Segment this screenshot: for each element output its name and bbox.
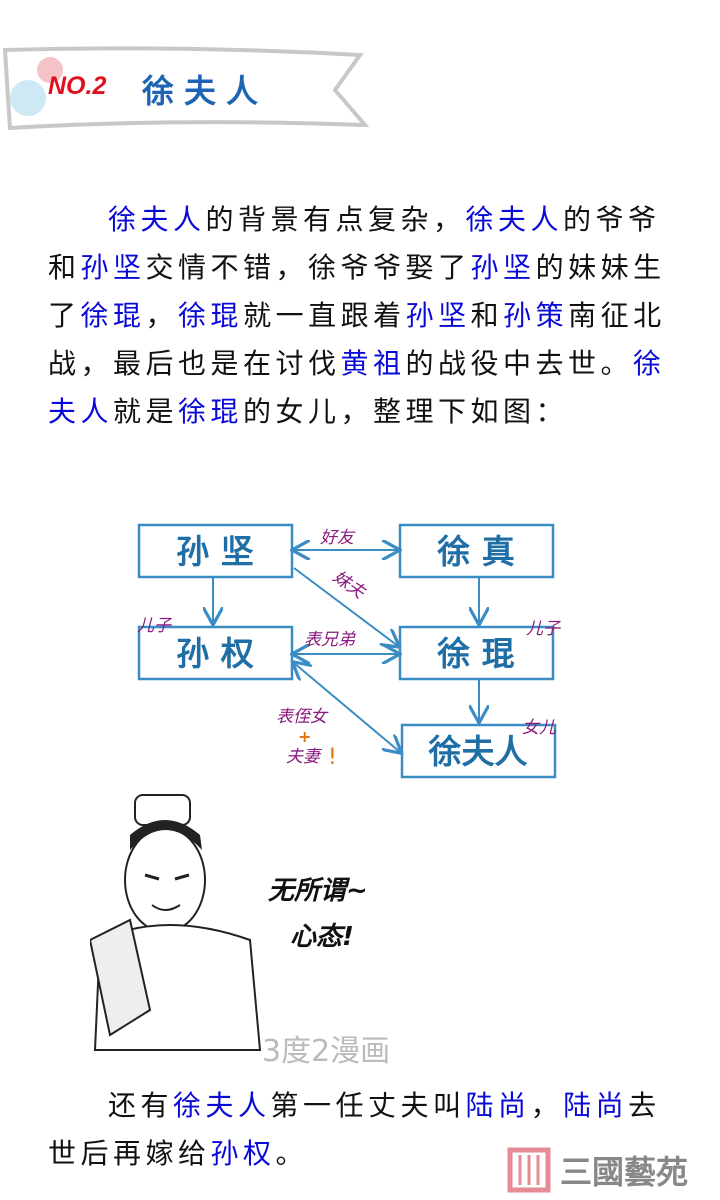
text-segment: 。 (275, 1137, 309, 1170)
highlighted-name: 陆尚 (563, 1089, 629, 1122)
speech-line-1: 无所谓~ (268, 876, 368, 906)
text-segment: 交情不错，徐爷爷娶了 (145, 251, 471, 284)
highlighted-name: 孙坚 (80, 251, 146, 284)
highlighted-name: 徐夫人 (465, 203, 564, 236)
text-segment: ， (530, 1089, 564, 1122)
text-segment: 的妹妹生了 (48, 251, 666, 332)
highlighted-name: 徐琨 (80, 299, 146, 332)
publisher-logo: 三國藝苑 (505, 1145, 705, 1199)
highlighted-name: 徐夫人 (48, 347, 666, 428)
section-number: NO.2 (48, 72, 107, 100)
text-segment: 还有 (108, 1089, 174, 1122)
text-segment: 第一任丈夫叫 (270, 1089, 466, 1122)
highlighted-name: 孙权 (210, 1137, 276, 1170)
svg-text:三國藝苑: 三國藝苑 (560, 1153, 688, 1191)
label-xu-zhen: 徐 真 (436, 532, 515, 571)
text-segment: 和 (470, 299, 504, 332)
rel-exclaim: ! (328, 745, 337, 770)
sun-quan-illustration (90, 794, 262, 1051)
highlighted-name: 徐夫人 (108, 203, 206, 236)
title-banner (2, 46, 370, 131)
highlighted-name: 陆尚 (465, 1089, 531, 1122)
highlighted-name: 徐琨 (178, 299, 244, 332)
label-xu-furen: 徐夫人 (428, 732, 528, 771)
text-segment: 南征北战，最后也是在讨伐 (48, 299, 666, 380)
highlighted-name: 徐夫人 (173, 1089, 271, 1122)
text-segment: ， (145, 299, 179, 332)
family-diagram: 孙 坚 徐 真 孙 权 徐 琨 徐夫人 好友 妹夫 表兄弟 表侄女 + 夫妻 !… (137, 523, 561, 779)
label-sun-jian: 孙 坚 (176, 532, 254, 571)
rel-friends: 好友 (320, 528, 356, 548)
text-segment: 的战役中去世。 (405, 347, 634, 380)
text-segment: 去世后再嫁给 (48, 1089, 661, 1170)
highlighted-name: 孙坚 (470, 251, 536, 284)
text-segment: 的背景有点复杂， (205, 203, 466, 236)
rel-daughter: 女儿 (522, 718, 557, 738)
rel-son-xu-kun: 儿子 (526, 619, 561, 639)
label-xu-kun: 徐 琨 (436, 634, 515, 673)
rel-cousins: 表兄弟 (304, 630, 356, 650)
text-segment: 就是 (113, 395, 179, 428)
watermark: 3度2漫画 (262, 1034, 391, 1069)
label-sun-quan: 孙 权 (176, 634, 254, 673)
rel-niece: 表侄女 (276, 707, 329, 727)
edge-brother-in-law (293, 567, 398, 646)
rel-spouse: 夫妻 (286, 747, 322, 767)
section-title: 徐夫人 (142, 72, 269, 110)
rel-plus: + (298, 727, 311, 746)
rel-son-sun-quan: 儿子 (137, 616, 172, 636)
flower-icon (10, 57, 63, 116)
closing-paragraph: 还有徐夫人第一任丈夫叫陆尚，陆尚去世后再嫁给孙权。 (48, 1082, 678, 1178)
highlighted-name: 孙坚 (405, 299, 471, 332)
highlighted-name: 孙策 (503, 299, 569, 332)
intro-paragraph: 徐夫人的背景有点复杂，徐夫人的爷爷和孙坚交情不错，徐爷爷娶了孙坚的妹妹生了徐琨，… (48, 196, 678, 436)
edge-niece-spouse (294, 663, 400, 752)
text-segment: 的女儿，整理下如图： (243, 395, 569, 428)
text-segment: 的爷爷和 (48, 203, 661, 284)
highlighted-name: 徐琨 (178, 395, 244, 428)
text-segment: 就一直跟着 (243, 299, 406, 332)
speech-line-2: 心态! (290, 922, 354, 952)
highlighted-name: 黄祖 (340, 347, 406, 380)
